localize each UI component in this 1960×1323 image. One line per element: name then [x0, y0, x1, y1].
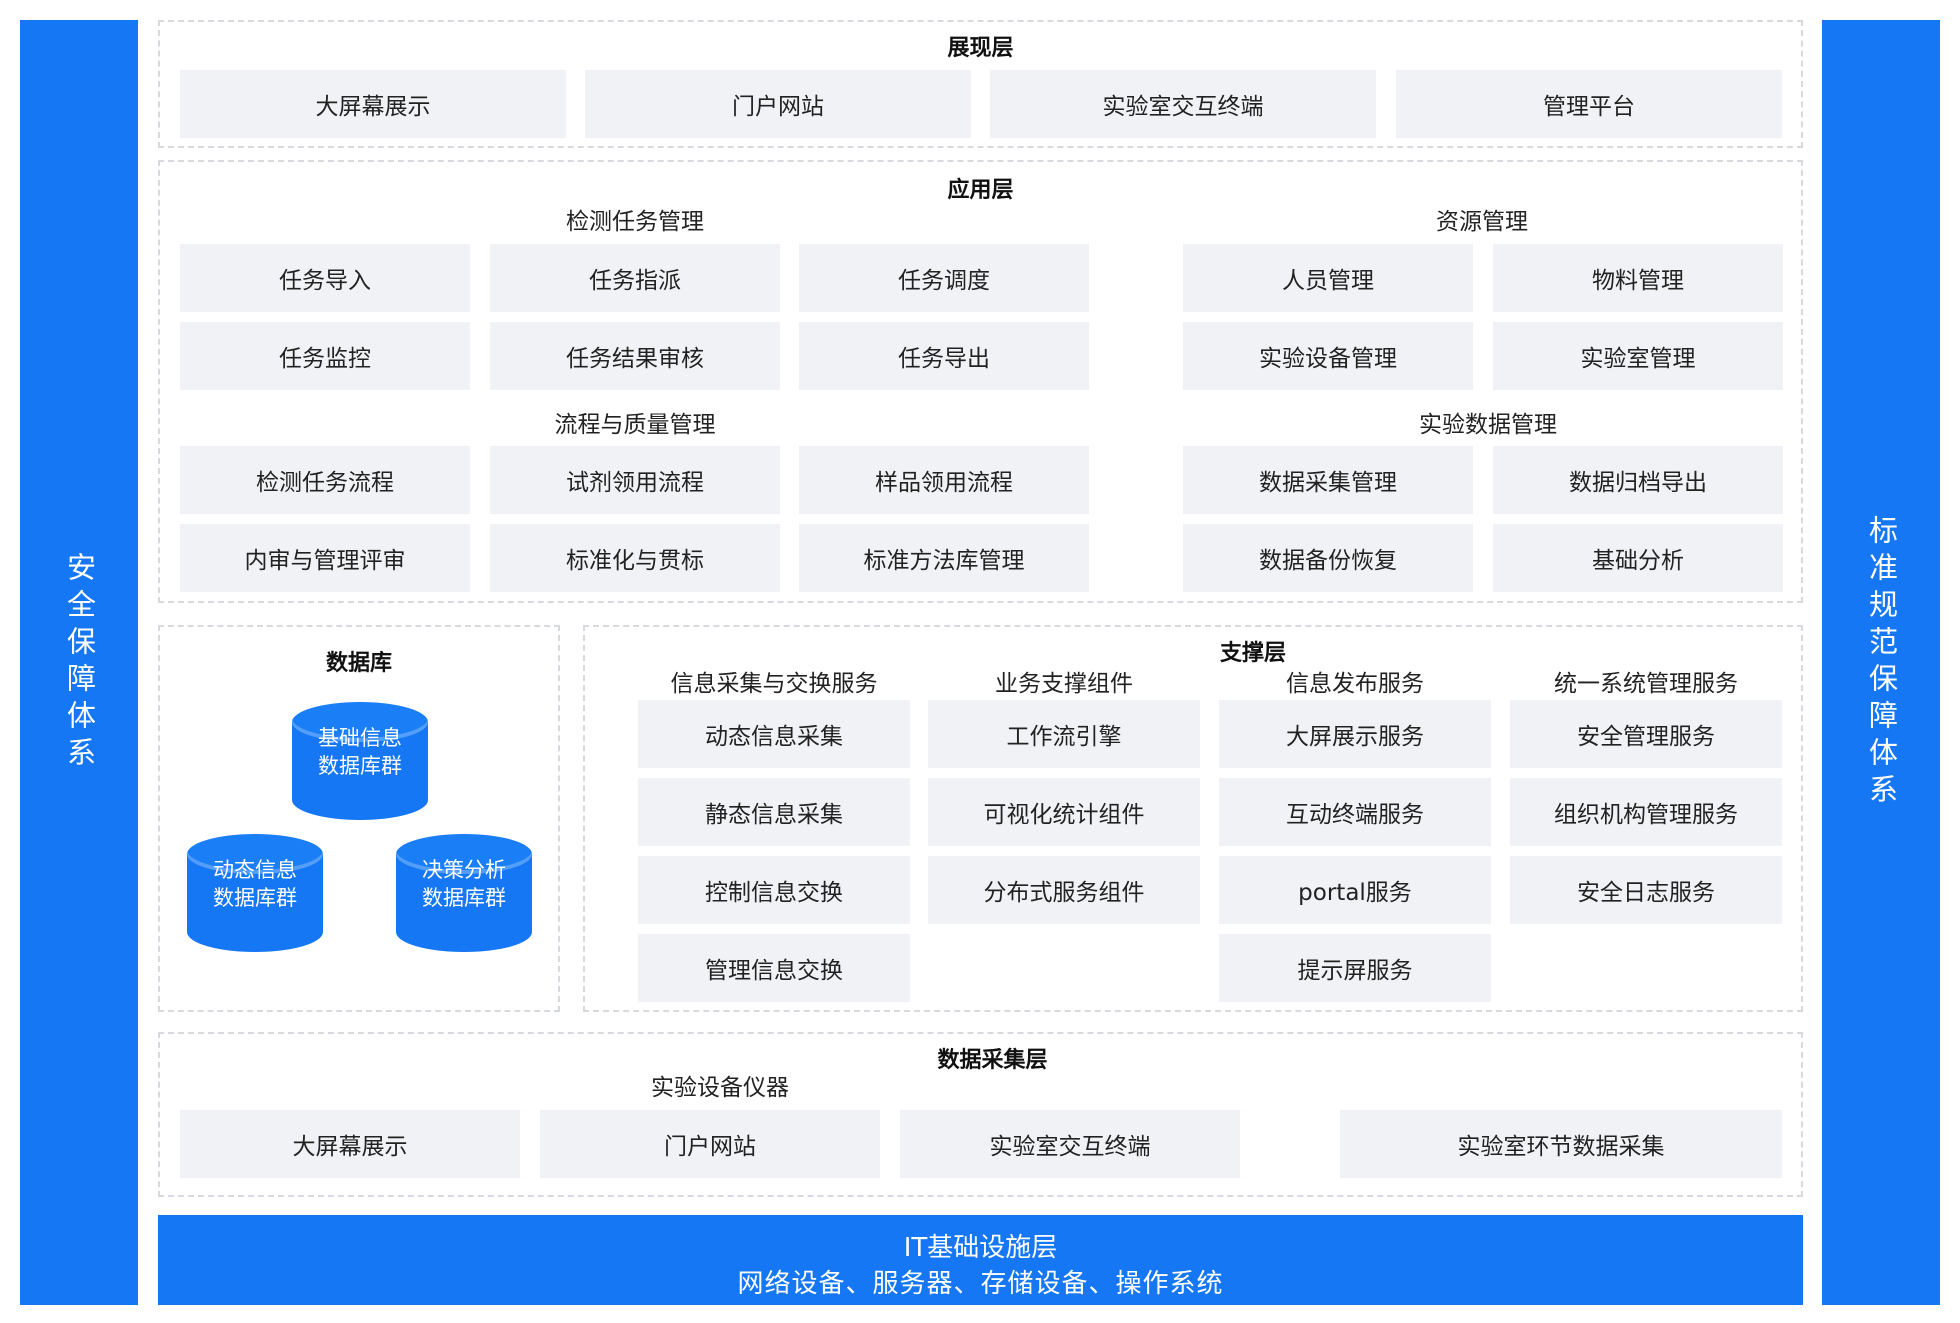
- process-mgmt-item: 试剂领用流程: [490, 446, 780, 514]
- presentation-layer-title: 展现层: [947, 36, 1014, 61]
- resource-mgmt-item: 实验室管理: [1493, 322, 1783, 390]
- data-mgmt-item: 数据归档导出: [1493, 446, 1783, 514]
- resource-mgmt-title: 资源管理: [1436, 209, 1528, 235]
- data-mgmt-item: 基础分析: [1493, 524, 1783, 592]
- support-column-title: 信息采集与交换服务: [670, 671, 878, 697]
- security-system-bar: 安全保障体系: [20, 20, 138, 1305]
- it-infrastructure-layer: IT基础设施层 网络设备、服务器、存储设备、操作系统: [158, 1215, 1803, 1305]
- application-layer: 应用层: [158, 160, 1803, 603]
- task-mgmt-item: 任务监控: [180, 322, 470, 390]
- collection-item: 实验室环节数据采集: [1340, 1110, 1782, 1178]
- task-mgmt-item: 任务结果审核: [490, 322, 780, 390]
- task-mgmt-item: 任务导入: [180, 244, 470, 312]
- it-infrastructure-title: IT基础设施层: [903, 1233, 1058, 1263]
- presentation-layer: 展现层: [158, 20, 1803, 148]
- task-mgmt-item: 任务指派: [490, 244, 780, 312]
- database-label: 数据库群: [213, 886, 297, 910]
- application-layer-title: 应用层: [947, 178, 1014, 203]
- presentation-item: 实验室交互终端: [990, 70, 1376, 138]
- it-infrastructure-items: 网络设备、服务器、存储设备、操作系统: [737, 1269, 1224, 1299]
- database-cylinder-basic: 基础信息 数据库群: [292, 702, 428, 820]
- resource-mgmt-item: 实验设备管理: [1183, 322, 1473, 390]
- collection-item: 大屏幕展示: [180, 1110, 520, 1178]
- support-column-title: 信息发布服务: [1286, 671, 1424, 697]
- database-label: 动态信息: [213, 858, 297, 882]
- database-label: 数据库群: [318, 754, 402, 778]
- data-collection-layer: 数据采集层: [158, 1032, 1803, 1197]
- support-item: 可视化统计组件: [928, 778, 1200, 846]
- process-mgmt-item: 检测任务流程: [180, 446, 470, 514]
- process-mgmt-title: 流程与质量管理: [554, 412, 716, 438]
- support-item: 大屏展示服务: [1219, 700, 1491, 768]
- security-system-label: 安全保障体系: [62, 551, 97, 774]
- database-cylinder-dynamic: 动态信息 数据库群: [187, 834, 323, 952]
- support-item: 安全管理服务: [1510, 700, 1782, 768]
- support-item: 分布式服务组件: [928, 856, 1200, 924]
- support-item: 管理信息交换: [638, 934, 910, 1002]
- support-item: 互动终端服务: [1219, 778, 1491, 846]
- support-item: 动态信息采集: [638, 700, 910, 768]
- database-cylinder-decision: 决策分析 数据库群: [396, 834, 532, 952]
- data-collection-layer-title: 数据采集层: [937, 1048, 1048, 1073]
- support-column-title: 统一系统管理服务: [1554, 671, 1738, 697]
- database-layer: 数据库: [158, 625, 560, 1012]
- support-column-title: 业务支撑组件: [995, 671, 1133, 697]
- process-mgmt-item: 标准化与贯标: [490, 524, 780, 592]
- support-item: 静态信息采集: [638, 778, 910, 846]
- support-item: 提示屏服务: [1219, 934, 1491, 1002]
- database-label: 数据库群: [422, 886, 506, 910]
- standards-system-label: 标准规范保障体系: [1864, 514, 1899, 811]
- support-item: 工作流引擎: [928, 700, 1200, 768]
- presentation-item: 大屏幕展示: [180, 70, 566, 138]
- data-mgmt-title: 实验数据管理: [1419, 412, 1557, 438]
- support-item: 安全日志服务: [1510, 856, 1782, 924]
- lab-equipment-title: 实验设备仪器: [651, 1075, 789, 1101]
- data-mgmt-item: 数据采集管理: [1183, 446, 1473, 514]
- database-layer-title: 数据库: [325, 651, 392, 676]
- collection-item: 门户网站: [540, 1110, 880, 1178]
- task-mgmt-item: 任务调度: [799, 244, 1089, 312]
- support-item: 控制信息交换: [638, 856, 910, 924]
- resource-mgmt-item: 人员管理: [1183, 244, 1473, 312]
- presentation-item: 管理平台: [1396, 70, 1782, 138]
- task-mgmt-title: 检测任务管理: [566, 209, 704, 235]
- support-item: 组织机构管理服务: [1510, 778, 1782, 846]
- support-layer: 支撑层: [583, 625, 1803, 1012]
- standards-system-bar: 标准规范保障体系: [1822, 20, 1940, 1305]
- collection-item: 实验室交互终端: [900, 1110, 1240, 1178]
- resource-mgmt-item: 物料管理: [1493, 244, 1783, 312]
- support-layer-title: 支撑层: [1219, 641, 1286, 666]
- data-mgmt-item: 数据备份恢复: [1183, 524, 1473, 592]
- process-mgmt-item: 样品领用流程: [799, 446, 1089, 514]
- database-label: 基础信息: [318, 726, 402, 750]
- process-mgmt-item: 内审与管理评审: [180, 524, 470, 592]
- presentation-item: 门户网站: [585, 70, 971, 138]
- task-mgmt-item: 任务导出: [799, 322, 1089, 390]
- database-label: 决策分析: [422, 858, 506, 882]
- process-mgmt-item: 标准方法库管理: [799, 524, 1089, 592]
- support-item: portal服务: [1219, 856, 1491, 924]
